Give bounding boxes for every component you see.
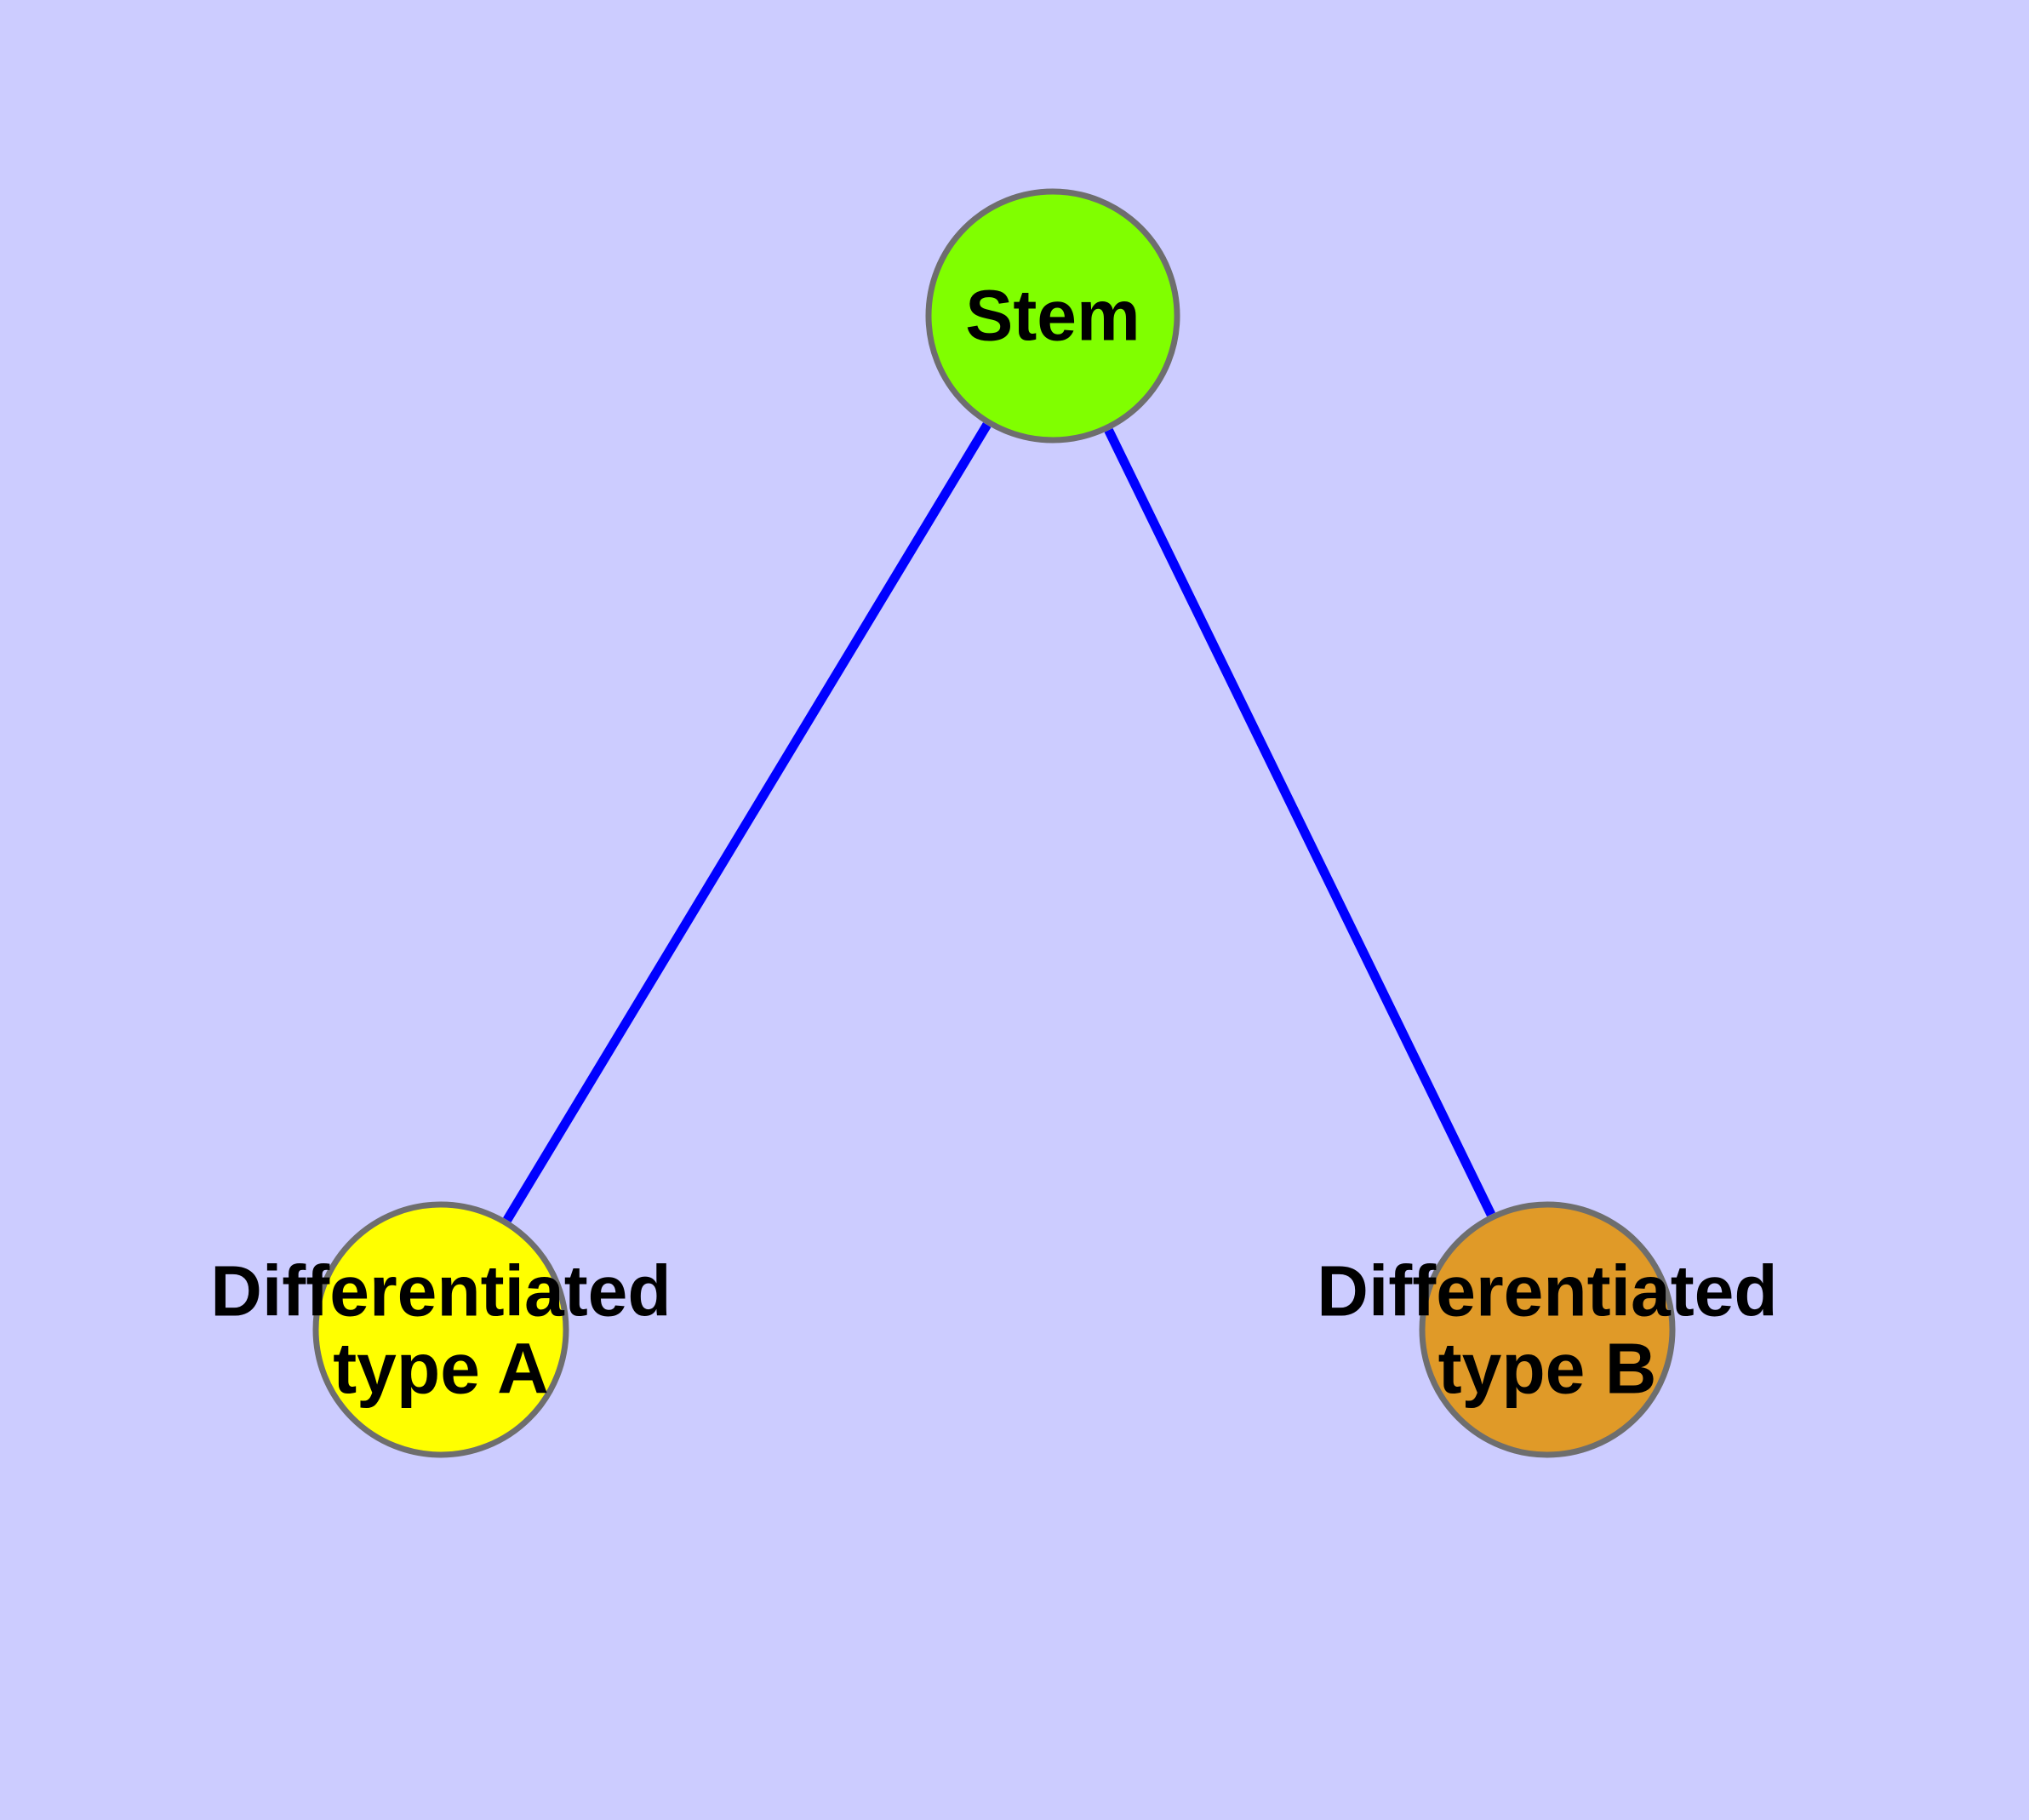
edge-layer	[503, 422, 1495, 1223]
graph-node-diff_a[interactable]	[312, 1201, 569, 1458]
graph-node-stem[interactable]	[925, 188, 1180, 444]
graph-node-diff_b[interactable]	[1419, 1201, 1676, 1458]
graph-edge[interactable]	[1104, 427, 1495, 1217]
node-layer	[312, 188, 1676, 1458]
graph-edge[interactable]	[503, 422, 992, 1223]
